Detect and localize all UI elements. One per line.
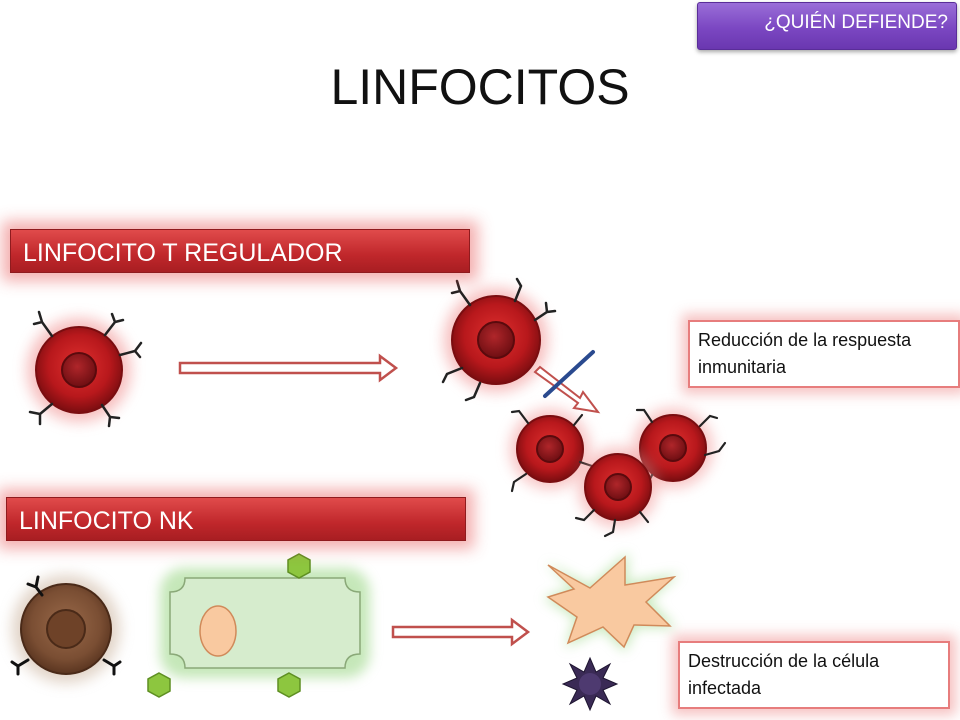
- antigen-3: [277, 672, 301, 698]
- quien-defiende-button[interactable]: ¿QUIÉN DEFIENDE?: [697, 2, 957, 50]
- nk-label: LINFOCITO NK: [6, 497, 466, 541]
- infected-cell: [160, 568, 370, 678]
- antigen-2: [147, 672, 171, 698]
- destroyed-cell: [543, 552, 680, 652]
- destruction-arrow: [391, 617, 531, 647]
- nk-cell: [10, 575, 122, 683]
- granule-star: [561, 656, 619, 712]
- cell-nucleus: [199, 605, 237, 657]
- block-line: [543, 350, 595, 398]
- page-title: LINFOCITOS: [330, 59, 630, 115]
- treg-effect-note: Reducción de la respuesta inmunitaria: [688, 320, 960, 388]
- activated-t-regulator-cell: [441, 277, 557, 402]
- activation-arrow: [178, 353, 399, 383]
- inhibited-arrow: [533, 365, 601, 414]
- t-regulator-cell: [27, 310, 143, 428]
- nk-effect-note: Destrucción de la célula infectada: [678, 641, 950, 709]
- effector-cell-1: [510, 409, 598, 493]
- effector-cell-3: [574, 447, 658, 538]
- antigen-hexagons: [147, 553, 311, 698]
- antigen-1: [287, 553, 311, 579]
- t-regulator-label: LINFOCITO T REGULADOR: [10, 229, 470, 273]
